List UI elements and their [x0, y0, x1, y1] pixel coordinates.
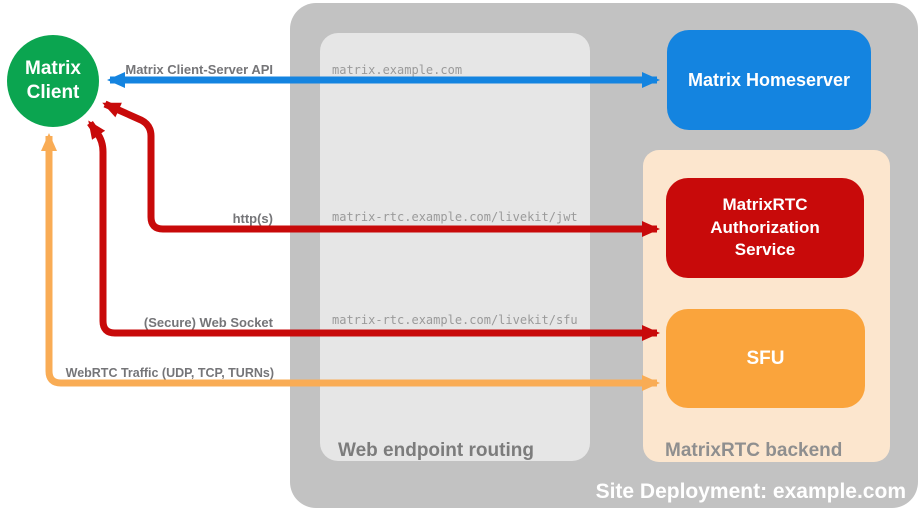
matrix-homeserver-label: Matrix Homeserver: [687, 69, 851, 90]
endpoint-url-sfu: matrix-rtc.example.com/livekit/sfu: [332, 313, 578, 327]
webrtc-arrow: [41, 133, 660, 391]
matrixrtc-backend-label: MatrixRTC backend: [665, 440, 843, 461]
matrixrtc-auth-service-node: MatrixRTC Authorization Service: [666, 178, 864, 278]
sfu-node: SFU: [666, 309, 865, 408]
matrix-homeserver-node: Matrix Homeserver: [667, 30, 871, 130]
webrtc-arrow-label: WebRTC Traffic (UDP, TCP, TURNs): [65, 366, 274, 380]
endpoint-url-homeserver: matrix.example.com: [332, 63, 463, 77]
matrix-client-node: Matrix Client: [7, 35, 99, 127]
matrix-client-label: Matrix Client: [25, 58, 81, 103]
web-socket-arrow-label: (Secure) Web Socket: [143, 315, 273, 330]
client-server-api-arrow-label: Matrix Client-Server API: [125, 62, 273, 77]
site-deployment-label: Site Deployment: example.com: [595, 480, 906, 503]
matrixrtc-auth-service-label: MatrixRTC Authorization Service: [710, 194, 820, 260]
web-endpoint-routing-label: Web endpoint routing: [338, 440, 534, 461]
sfu-label: SFU: [746, 347, 785, 369]
endpoint-url-jwt: matrix-rtc.example.com/livekit/jwt: [332, 210, 578, 224]
https-arrow-label: http(s): [232, 211, 273, 226]
